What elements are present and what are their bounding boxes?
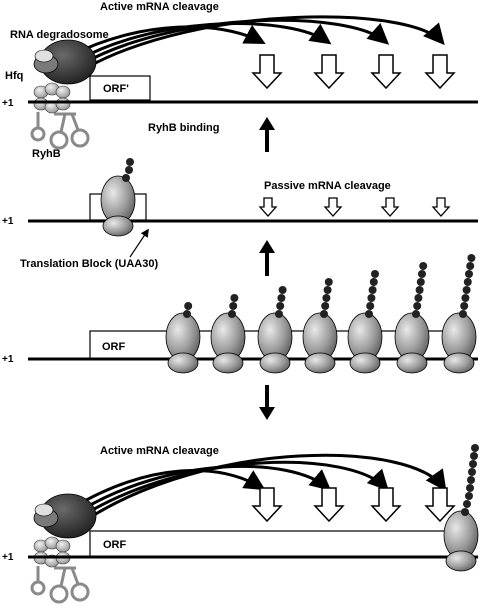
peptide-chain: [183, 302, 193, 318]
ryhb-icon: [30, 564, 90, 604]
hfq-icon: [33, 82, 71, 114]
cleavage-curve-arrows: [71, 453, 447, 522]
down-arrow-icon: [425, 487, 455, 522]
plus-one-label-3: +1: [2, 354, 14, 365]
down-arrow-icon: [314, 487, 344, 522]
panel-translation-block: +1 Passive mRNA cleavage Translation Blo…: [2, 158, 478, 270]
hfq-label: Hfq: [5, 70, 23, 82]
down-arrow-icon: [314, 54, 344, 89]
down-arrow-icon: [259, 197, 277, 217]
ribosome-icon: [443, 510, 479, 572]
orf-label-3: ORF: [102, 341, 126, 353]
peptide-chain: [459, 254, 476, 318]
ribosome-row: [165, 254, 477, 374]
plus-one-label-4: +1: [2, 552, 14, 563]
down-arrow-icon: [252, 54, 282, 89]
down-arrow-icon: [252, 487, 282, 522]
peptide-chain: [412, 262, 428, 318]
down-arrow-icon: [425, 54, 455, 89]
active-cleavage-label-bottom: Active mRNA cleavage: [100, 445, 219, 457]
ribosome-icon: [302, 312, 338, 374]
ryhb-binding-label: RyhB binding: [148, 122, 220, 134]
peptide-chain: [320, 278, 333, 318]
ribosome-icon: [257, 312, 293, 374]
translation-block-pointer: [129, 228, 149, 258]
ryhb-label: RyhB: [32, 148, 61, 160]
translation-block-label: Translation Block (UAA30): [20, 258, 158, 270]
ribosome-icon: [441, 312, 477, 374]
ryhb-icon: [30, 110, 90, 150]
down-arrow-icon: [324, 197, 342, 217]
ribosome-icon: [394, 312, 430, 374]
down-arrow-icon: [371, 54, 401, 89]
peptide-chain: [122, 158, 134, 182]
panel-active-cleavage: Active mRNA cleavage ORF +1: [2, 444, 479, 604]
down-arrow-icon: [371, 487, 401, 522]
hfq-icon: [33, 536, 71, 568]
step-arrow-icon: [259, 385, 275, 420]
down-arrow-icon: [432, 197, 450, 217]
rna-degradosome-label: RNA degradosome: [10, 29, 109, 41]
step-arrow-icon: [259, 240, 275, 276]
step-arrow-icon: [259, 117, 275, 152]
peptide-chain: [228, 294, 239, 318]
ribosome-icon: [210, 312, 246, 374]
degradosome-icon: [33, 39, 97, 85]
panel-translation: ORF +1: [2, 254, 478, 374]
plus-one-label-2: +1: [2, 216, 14, 227]
panel-ryhb-binding: Active mRNA cleavage RNA degradosome Hfq…: [2, 1, 478, 160]
degradosome-icon: [33, 493, 97, 539]
down-arrow-icon: [381, 197, 399, 217]
ribosome-icon: [347, 312, 383, 374]
active-cleavage-label-top: Active mRNA cleavage: [100, 1, 219, 13]
orf-box-4: [89, 530, 471, 558]
orf-label-4: ORF: [103, 539, 127, 551]
plus-one-label-1: +1: [2, 98, 14, 109]
orf-prime-box: [89, 75, 151, 101]
cleavage-curve-arrows: [69, 15, 445, 70]
ribosome-icon: [165, 312, 201, 374]
peptide-chain: [275, 286, 287, 318]
orf-prime-label: ORF': [103, 83, 129, 95]
ribosome-icon: [100, 175, 136, 237]
peptide-chain: [365, 270, 379, 318]
peptide-chain: [461, 444, 479, 516]
passive-cleavage-label: Passive mRNA cleavage: [264, 180, 391, 192]
